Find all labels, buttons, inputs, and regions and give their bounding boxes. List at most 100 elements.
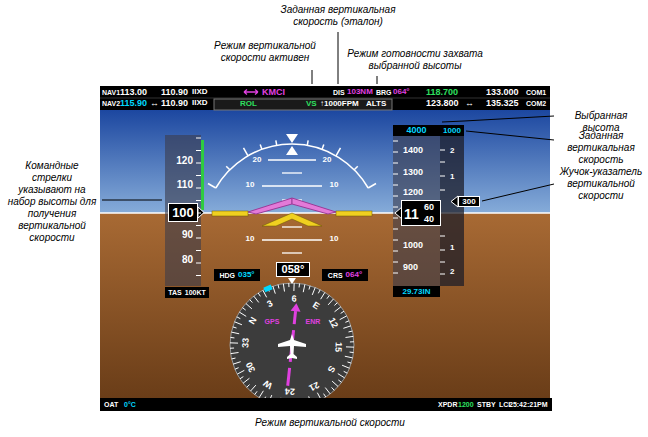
status-text: XPDR xyxy=(438,401,457,408)
altitude-tick xyxy=(393,251,398,252)
nav-source-label: ENR xyxy=(306,318,321,325)
altitude-label: 1200 xyxy=(403,188,423,197)
pitch-label: 10 xyxy=(330,181,339,189)
compass-tick xyxy=(243,378,249,383)
vs-scale-label: 1 xyxy=(450,244,454,252)
readout-text: 100KT xyxy=(185,289,206,296)
roll-tick xyxy=(368,184,376,189)
airspeed-label: 110 xyxy=(177,180,193,190)
selected-altitude: 4000 xyxy=(393,125,440,136)
compass-tick xyxy=(247,385,250,388)
compass-tick xyxy=(293,283,294,291)
airspeed-readout: 100 xyxy=(168,203,198,222)
compass-label: 33 xyxy=(241,338,250,348)
vs-tick xyxy=(440,250,445,251)
compass-tick xyxy=(231,353,239,354)
compass-tick xyxy=(344,371,348,373)
aircraft-icon xyxy=(278,334,306,359)
vs-tick xyxy=(440,162,445,163)
status-text: ROL xyxy=(240,100,257,108)
speed-tick xyxy=(196,163,201,164)
status-text: IIXD xyxy=(192,99,208,107)
status-text: 1200 xyxy=(458,401,474,408)
speed-tick xyxy=(196,225,201,226)
status-text: 123.800 xyxy=(426,99,459,108)
compass-rose xyxy=(230,283,354,407)
compass-tick xyxy=(309,286,310,290)
roll-tick xyxy=(307,140,309,145)
status-text: OAT xyxy=(104,401,118,408)
heading-bug xyxy=(263,285,272,293)
leader-lines xyxy=(102,32,554,201)
compass-tick xyxy=(341,311,344,313)
aircraft-symbol xyxy=(262,213,322,226)
compass-tick xyxy=(251,385,256,391)
heading-readout: 058° xyxy=(276,262,310,277)
compass-tick xyxy=(350,341,354,342)
status-text: 118.700 xyxy=(426,88,458,97)
vs-tick xyxy=(440,150,445,151)
altitude-tape xyxy=(393,125,440,286)
readout-text: HDG xyxy=(219,272,235,279)
pitch-label: 20 xyxy=(323,156,332,164)
vs-tick xyxy=(440,190,445,191)
altitude-tick xyxy=(393,152,398,153)
compass-tick xyxy=(349,331,353,333)
compass-tick xyxy=(338,374,345,378)
speed-tick xyxy=(196,150,201,151)
compass-tick xyxy=(346,346,354,347)
altitude-tick xyxy=(393,207,398,208)
readout-text: 1000 xyxy=(443,127,461,135)
callout-label: Жучок-указатель вертикальной скорости xyxy=(557,166,645,202)
nav-source-label: GPS xyxy=(265,318,280,325)
status-text: ↑1000FPM xyxy=(320,100,359,108)
vs-bug-pointer xyxy=(451,196,458,207)
compass-tick xyxy=(321,292,325,299)
compass-tick xyxy=(233,327,237,328)
compass-tick xyxy=(324,394,326,397)
roll-tick xyxy=(226,166,230,170)
altitude-tick xyxy=(393,240,398,241)
status-text: 0°C xyxy=(124,401,136,408)
status-text: ↔ xyxy=(150,99,159,108)
roll-tick xyxy=(208,184,216,189)
pitch-label: 10 xyxy=(330,235,339,243)
status-text: 133.000 xyxy=(486,88,519,97)
altitude-tick xyxy=(393,229,398,230)
compass-tick xyxy=(232,358,236,360)
callout-label: Режим готовности захвата выбранной высот… xyxy=(345,48,485,72)
compass-tick xyxy=(237,317,241,319)
compass-tick xyxy=(242,308,245,310)
status-text: 064° xyxy=(393,88,410,96)
vs-tick xyxy=(440,176,445,177)
compass-tick xyxy=(233,362,241,364)
status-text: BRG xyxy=(376,89,392,96)
status-text: STBY xyxy=(477,401,496,408)
compass-tick xyxy=(246,304,252,309)
altitude-label: 1400 xyxy=(403,146,423,155)
roll-tick xyxy=(260,145,262,150)
roll-tick xyxy=(275,140,277,145)
compass-tick xyxy=(239,312,246,316)
compass-tick xyxy=(258,293,260,296)
compass-tick xyxy=(345,356,353,358)
compass-tick xyxy=(254,296,259,302)
compass-tick xyxy=(240,377,243,379)
vs-scale-label: 1 xyxy=(450,173,454,181)
compass-tick xyxy=(278,285,280,289)
compass-tick xyxy=(345,336,353,337)
vs-tick xyxy=(440,236,445,237)
callout-label: Заданная вертикальная скорость (эталон) xyxy=(273,4,403,28)
status-text: IIXD xyxy=(192,88,208,96)
altitude-tick xyxy=(393,185,398,186)
compass-tick xyxy=(332,381,338,386)
speed-tick xyxy=(196,250,201,251)
altitude-label: 1300 xyxy=(403,168,423,177)
roll-tick xyxy=(244,148,249,156)
vs-tick xyxy=(440,262,445,263)
compass-tick xyxy=(283,284,284,292)
pitch-label: 20 xyxy=(253,156,262,164)
status-text: COM1 xyxy=(526,89,546,96)
status-text: 135.325 xyxy=(486,99,519,108)
